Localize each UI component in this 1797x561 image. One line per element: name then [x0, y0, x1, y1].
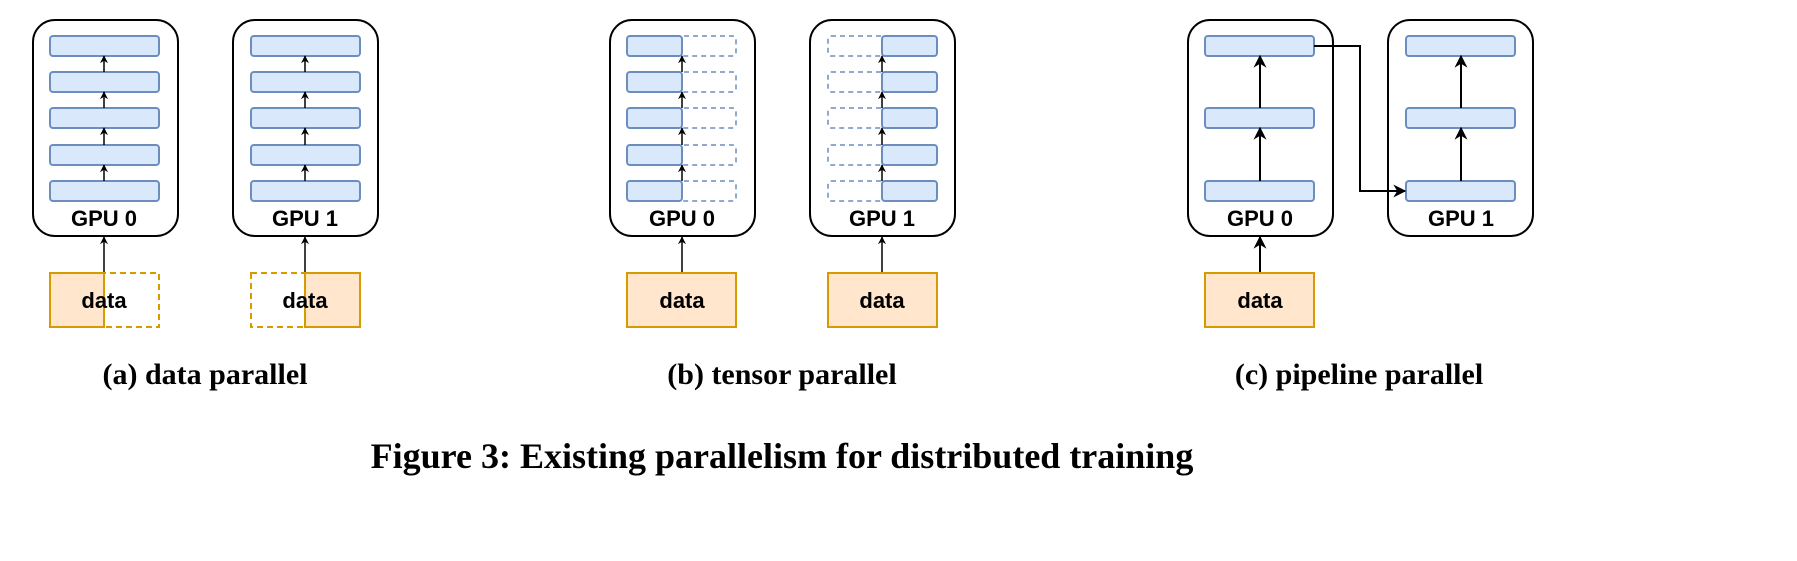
- gpu-label: GPU 0: [649, 206, 715, 231]
- layer-block: [49, 71, 160, 93]
- layer-shard: [626, 71, 683, 93]
- gpu-1-box: GPU 1: [232, 19, 379, 237]
- data-block: data: [626, 272, 737, 328]
- layer-shard: [881, 180, 938, 202]
- layer-shard: [881, 144, 938, 166]
- gpu-0-box: GPU 0: [609, 19, 756, 237]
- layer-block: [1405, 35, 1516, 57]
- layer-block: [49, 144, 160, 166]
- gpu-0-box: GPU 0: [32, 19, 179, 237]
- layer-block: [1405, 180, 1516, 202]
- gpu-1-box: GPU 1: [1387, 19, 1534, 237]
- gpu-label: GPU 1: [849, 206, 915, 231]
- layer-shard: [881, 71, 938, 93]
- pipeline-transfer-arrow: [1314, 45, 1407, 198]
- subfigure-caption: (b) tensor parallel: [667, 358, 896, 391]
- layer-block: [250, 144, 361, 166]
- gpu-label: GPU 1: [272, 206, 338, 231]
- layer-block: [250, 35, 361, 57]
- layer-block: [1204, 180, 1315, 202]
- data-label: data: [282, 288, 328, 313]
- layer-block: [49, 107, 160, 129]
- panel-pipeline-parallel: GPU 0 data GPU 1 (c) pipeline parallel: [1187, 19, 1534, 391]
- subfigure-caption: (a) data parallel: [103, 358, 308, 391]
- layer-shard: [626, 35, 683, 57]
- gpu-label: GPU 0: [71, 206, 137, 231]
- layer-block: [1204, 35, 1315, 57]
- layer-shard: [881, 35, 938, 57]
- layer-block: [250, 71, 361, 93]
- data-block: data: [49, 272, 160, 328]
- data-label: data: [81, 288, 127, 313]
- subfigure-caption: (c) pipeline parallel: [1235, 358, 1483, 391]
- layer-block: [1405, 107, 1516, 129]
- layer-block: [49, 180, 160, 202]
- gpu-1-box: GPU 1: [809, 19, 956, 237]
- gpu-label: GPU 1: [1428, 206, 1494, 231]
- data-label: data: [659, 288, 705, 313]
- layer-shard: [881, 107, 938, 129]
- data-block: data: [827, 272, 938, 328]
- layer-block: [49, 35, 160, 57]
- layer-shard: [626, 144, 683, 166]
- gpu-label: GPU 0: [1227, 206, 1293, 231]
- data-label: data: [859, 288, 905, 313]
- data-block: data: [1204, 272, 1315, 328]
- layer-shard: [626, 107, 683, 129]
- layer-shard: [626, 180, 683, 202]
- layer-block: [250, 107, 361, 129]
- figure-caption: Figure 3: Existing parallelism for distr…: [371, 436, 1194, 476]
- panel-data-parallel: GPU 0 data GPU 1 data (a) da: [32, 19, 379, 391]
- data-block: data: [250, 272, 361, 328]
- panel-tensor-parallel: GPU 0 data GPU 1: [609, 19, 956, 391]
- layer-block: [250, 180, 361, 202]
- data-label: data: [1237, 288, 1283, 313]
- layer-block: [1204, 107, 1315, 129]
- gpu-0-box: GPU 0: [1187, 19, 1334, 237]
